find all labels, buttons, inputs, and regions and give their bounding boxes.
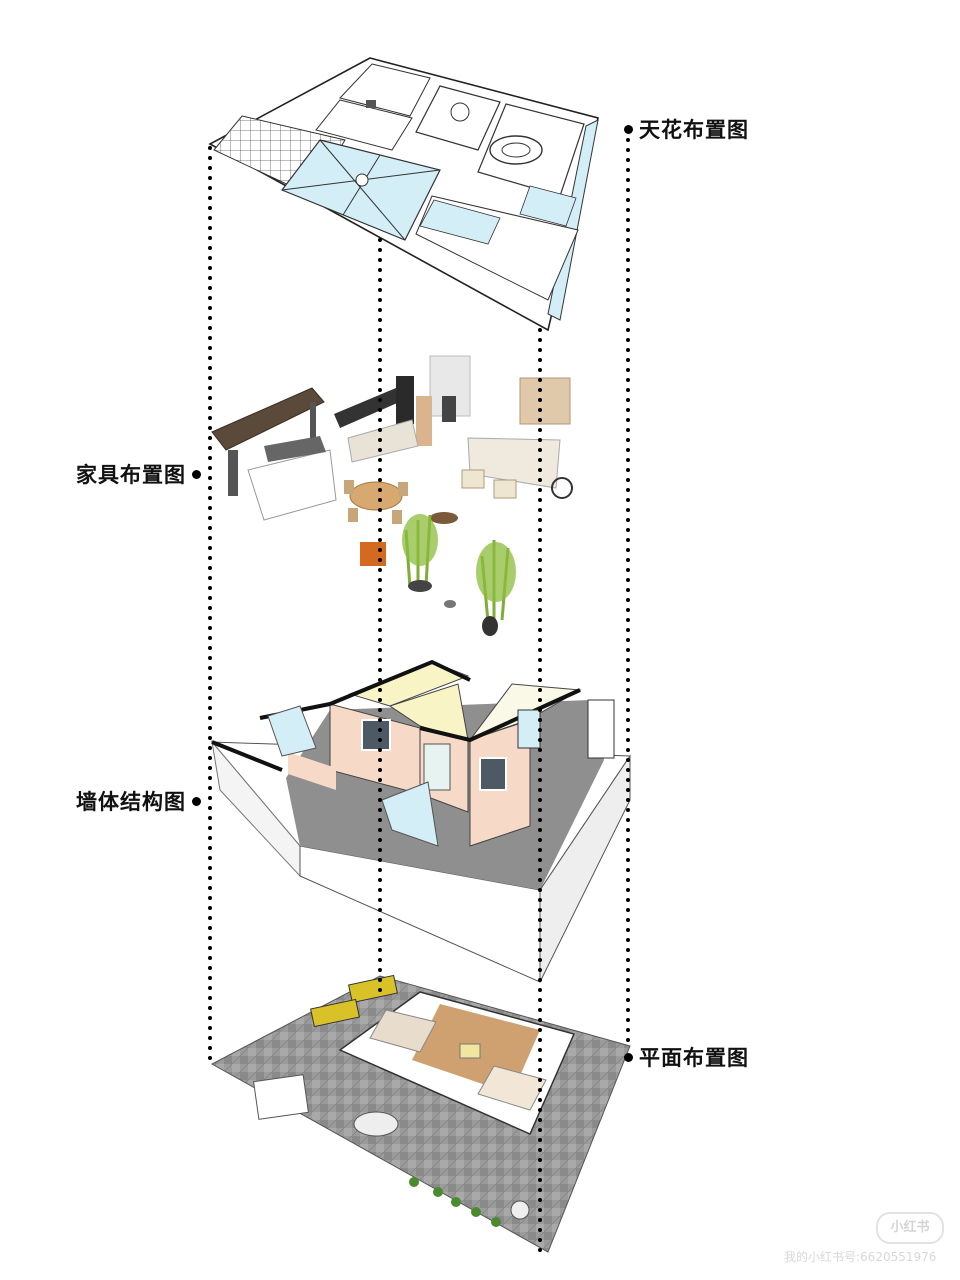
ceiling-plan-layer: [208, 57, 599, 332]
bullet-dot: [192, 469, 201, 479]
label-wall-structure: 墙体结构图: [76, 786, 201, 816]
guide-lines: [208, 128, 630, 1254]
label-floor-plan: 平面布置图: [624, 1042, 749, 1072]
bullet-dot: [624, 124, 633, 134]
label-ceiling-text: 天花布置图: [639, 118, 749, 142]
label-furniture-text: 家具布置图: [76, 463, 186, 487]
label-wall-text: 墙体结构图: [76, 790, 186, 814]
watermark-id: 我的小红书号:6620551976: [784, 1250, 937, 1264]
furniture-layer: [211, 355, 573, 636]
floor-plan-layer: [210, 974, 631, 1253]
label-furniture-layout: 家具布置图: [76, 459, 201, 489]
watermark-logo: 小红书: [876, 1212, 944, 1244]
wall-structure-layer: [210, 659, 631, 983]
bullet-dot: [192, 796, 201, 806]
bullet-dot: [624, 1052, 633, 1062]
label-ceiling-plan: 天花布置图: [624, 114, 749, 144]
label-floor-text: 平面布置图: [639, 1046, 749, 1070]
